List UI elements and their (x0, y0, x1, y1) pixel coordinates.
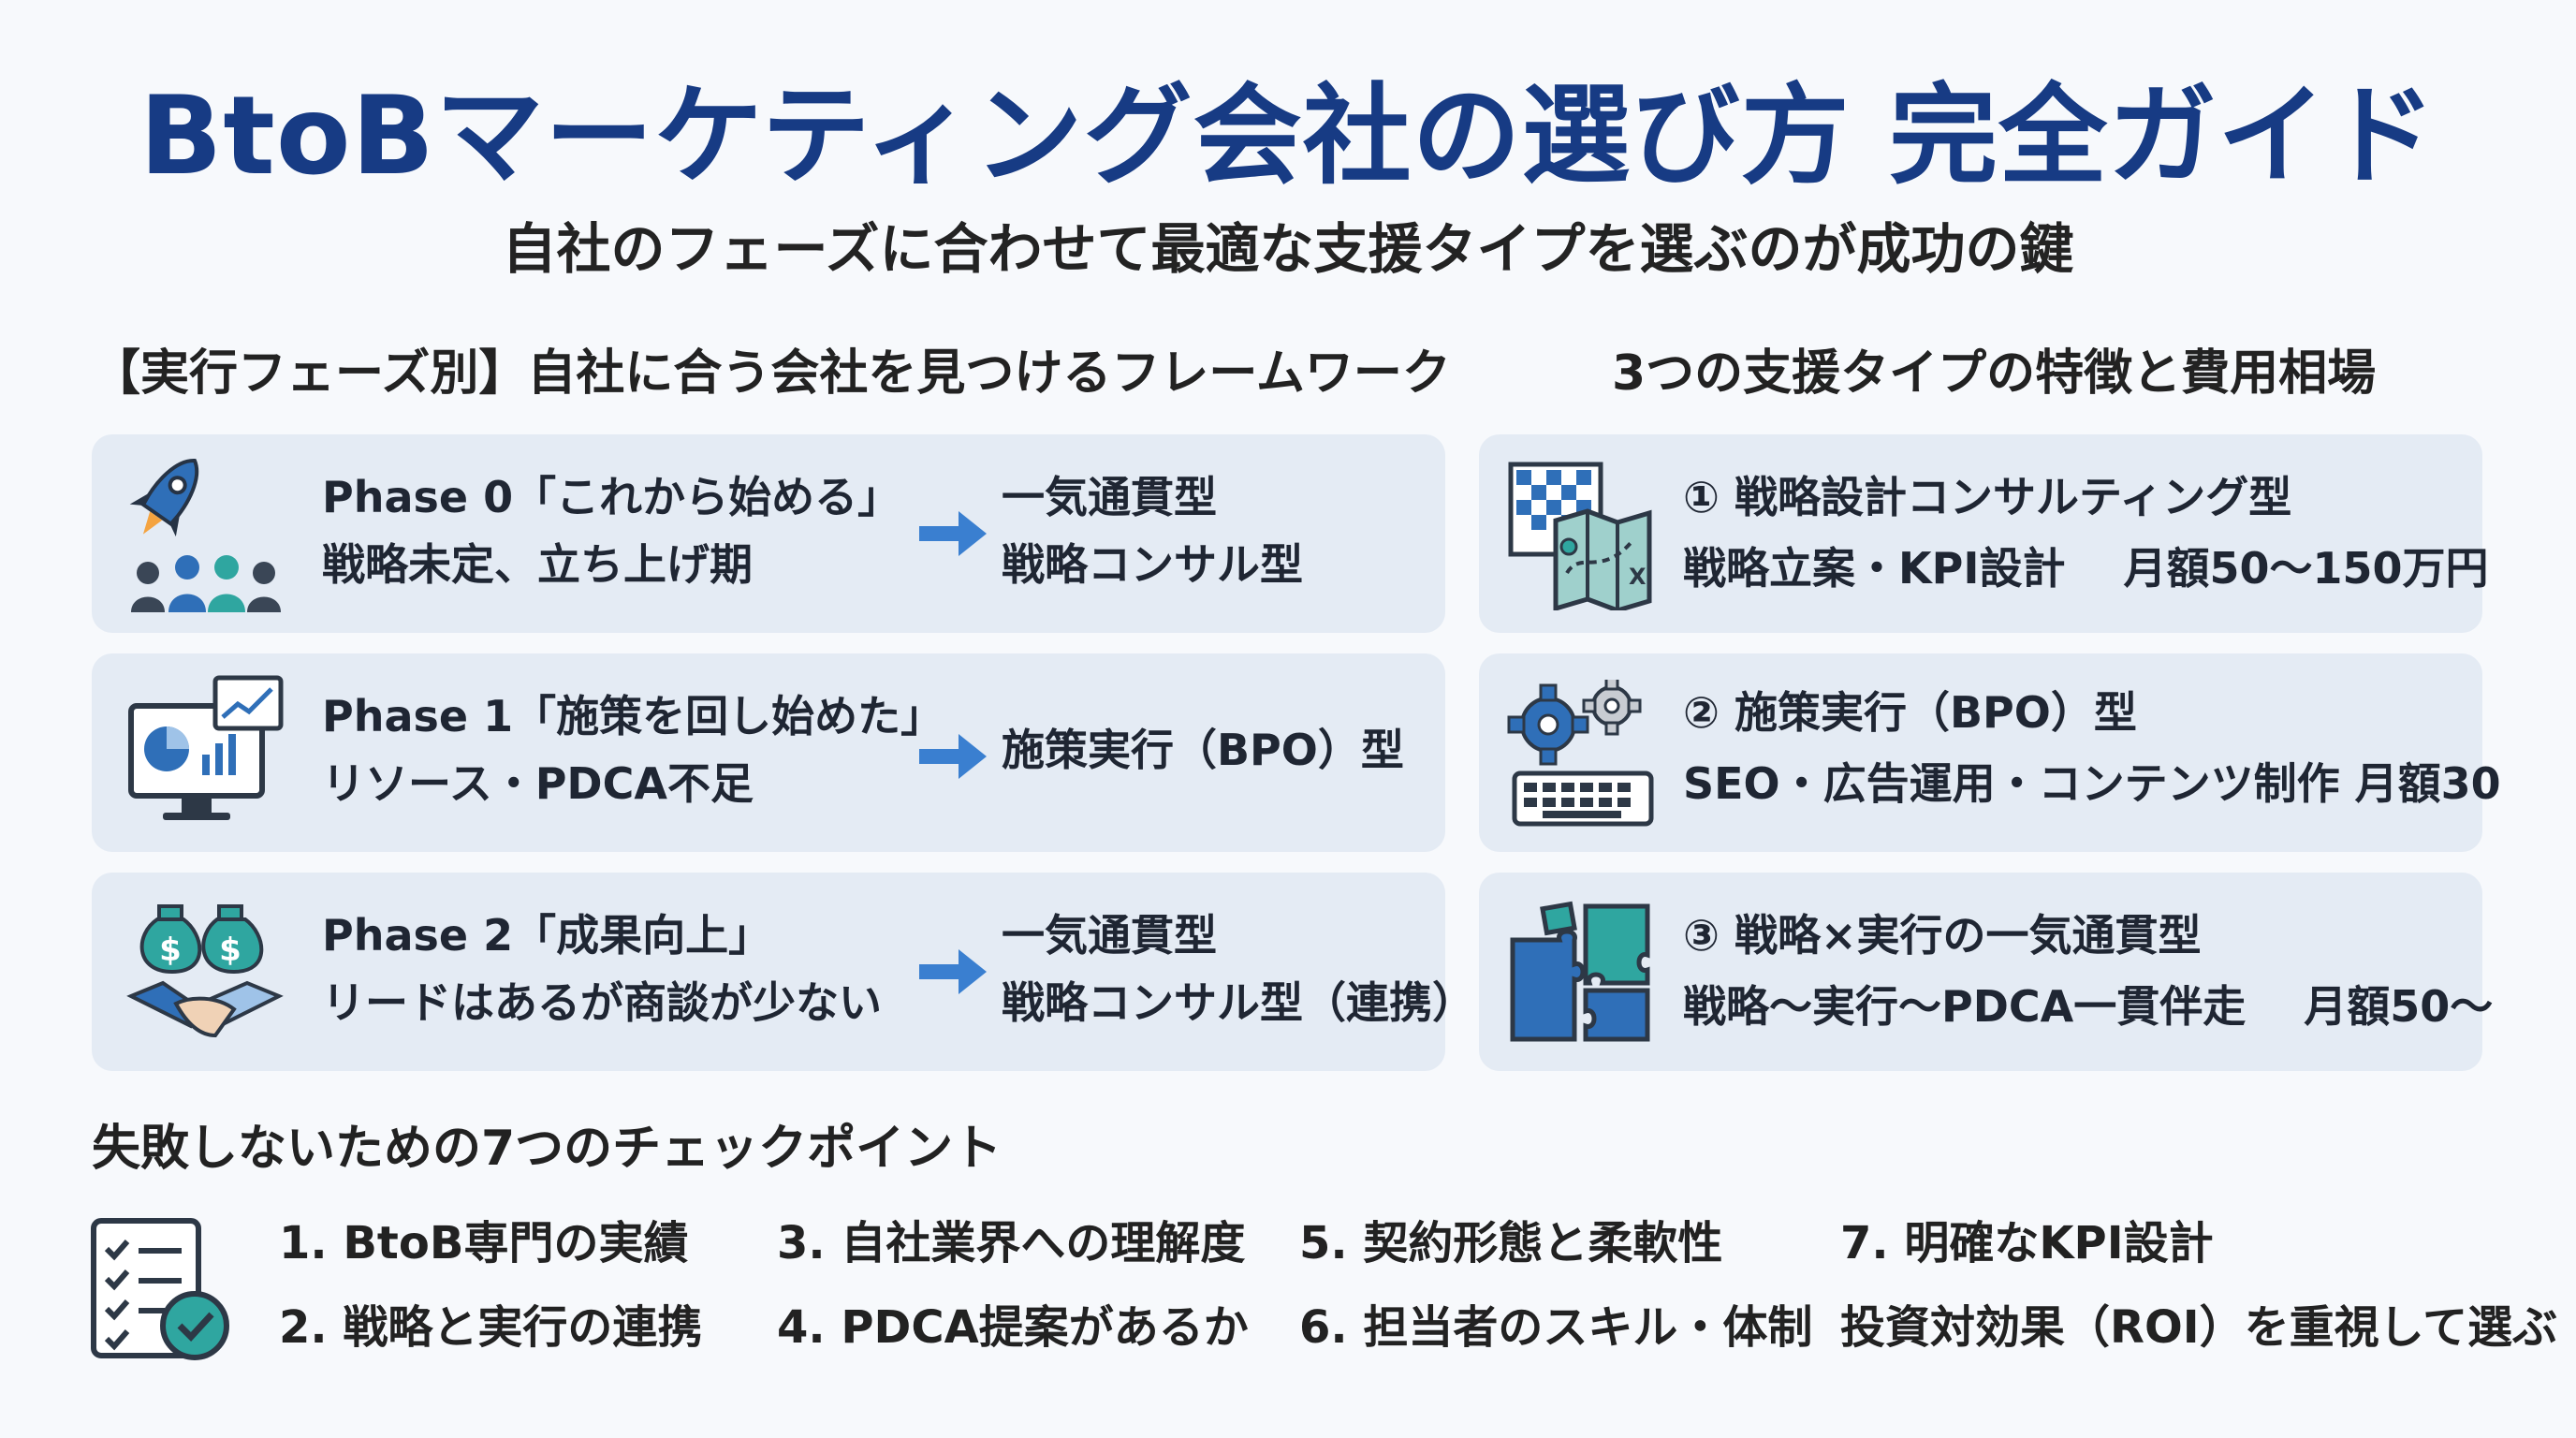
checkpoint-summary: 投資対効果（ROI）を重視して選ぶ (1840, 1301, 2558, 1354)
phase-recommendation-line-2: 戦略コンサル型（連携） (1002, 977, 1475, 1028)
checkpoint-item: 5. 契約形態と柔軟性 (1299, 1217, 1723, 1269)
phase-title: Phase 1「施策を回し始めた」 (322, 691, 944, 741)
gears-keyboard-icon (1507, 680, 1654, 827)
support-type-detail: 戦略〜実行〜PDCA一貫伴走 月額50〜 (1683, 981, 2494, 1032)
strategy-map-icon: X (1508, 462, 1652, 610)
arrow-right-icon (919, 511, 987, 556)
svg-text:X: X (1629, 564, 1647, 590)
phase-description: 戦略未定、立ち上げ期 (322, 539, 753, 590)
checkpoint-item: 4. PDCA提案があるか (777, 1301, 1249, 1354)
arrow-right-icon (919, 949, 987, 994)
phase-title: Phase 0「これから始める」 (322, 472, 901, 522)
phase-card-2: $ $ Phase 2「成果向上」 リードはあるが商談が少ない 一気通貫型 戦略… (92, 873, 1475, 1071)
puzzle-icon (1510, 901, 1650, 1042)
checklist-icon (91, 1218, 229, 1360)
phase-recommendation-line-1: 一気通貫型 (1002, 472, 1217, 522)
phase-description: リソース・PDCA不足 (322, 758, 754, 809)
phase-recommendation-line-1: 一気通貫型 (1002, 910, 1217, 961)
checkpoint-item: 6. 担当者のスキル・体制 (1299, 1301, 1813, 1354)
support-type-card-1: X ① 戦略設計コンサルティング型 戦略立案・KPI設計 月額50〜150万円 (1479, 434, 2489, 633)
phase-card-0: Phase 0「これから始める」 戦略未定、立ち上げ期 一気通貫型 戦略コンサル… (92, 434, 1445, 633)
checkpoint-item: 7. 明確なKPI設計 (1840, 1217, 2214, 1269)
support-type-card-2: ② 施策実行（BPO）型 SEO・広告運用・コンテンツ制作 月額30 (1479, 653, 2501, 852)
analytics-monitor-icon (128, 675, 284, 820)
phase-recommendation-line-1: 施策実行（BPO）型 (1002, 725, 1404, 775)
framework-heading: 【実行フェーズ別】自社に合う会社を見つけるフレームワーク (92, 345, 1451, 402)
support-type-title: ② 施策実行（BPO）型 (1683, 687, 2137, 738)
phase-title: Phase 2「成果向上」 (322, 910, 772, 961)
checkpoint-item: 2. 戦略と実行の連携 (279, 1301, 703, 1354)
checkpoints-heading: 失敗しないための7つのチェックポイント (92, 1121, 1003, 1177)
checkpoint-item: 1. BtoB専門の実績 (279, 1217, 689, 1269)
svg-text:$: $ (219, 932, 242, 969)
support-types-heading: 3つの支援タイプの特徴と費用相場 (1612, 345, 2377, 402)
svg-text:$: $ (159, 932, 182, 969)
support-type-title: ③ 戦略×実行の一気通貫型 (1683, 910, 2202, 961)
phase-description: リードはあるが商談が少ない (322, 977, 882, 1028)
arrow-right-icon (919, 734, 987, 779)
phase-card-1: Phase 1「施策を回し始めた」 リソース・PDCA不足 施策実行（BPO）型 (92, 653, 1445, 852)
phase-recommendation-line-2: 戦略コンサル型 (1002, 539, 1303, 590)
handshake-money-icon: $ $ (126, 904, 284, 1038)
support-type-detail: 戦略立案・KPI設計 月額50〜150万円 (1683, 543, 2489, 594)
support-type-card-3: ③ 戦略×実行の一気通貫型 戦略〜実行〜PDCA一貫伴走 月額50〜 (1479, 873, 2493, 1071)
page-subtitle: 自社のフェーズに合わせて最適な支援タイプを選ぶのが成功の鍵 (502, 217, 2074, 281)
checkpoint-item: 3. 自社業界への理解度 (777, 1217, 1246, 1269)
support-type-title: ① 戦略設計コンサルティング型 (1683, 472, 2292, 522)
page-title: BtoBマーケティング会社の選び方 完全ガイド (139, 73, 2437, 199)
rocket-team-icon (129, 458, 281, 612)
support-type-detail: SEO・広告運用・コンテンツ制作 月額30 (1683, 758, 2501, 809)
